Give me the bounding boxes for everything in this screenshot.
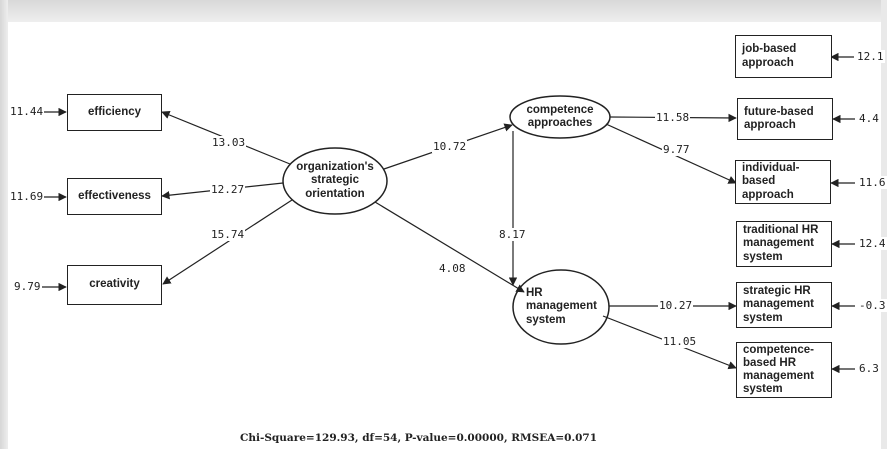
path-value-competence-hr: 8.17 bbox=[498, 228, 527, 241]
loading-competence-based: 11.05 bbox=[662, 335, 698, 348]
loading-efficiency: 13.03 bbox=[211, 136, 247, 149]
diagram-panel bbox=[8, 22, 881, 449]
future-based-box: future-based approach bbox=[737, 98, 833, 140]
loading-individual: 9.77 bbox=[662, 143, 691, 156]
path-value-org-competence: 10.72 bbox=[432, 140, 468, 153]
top-shade bbox=[0, 0, 881, 22]
effectiveness-box: effectiveness bbox=[67, 178, 162, 215]
left-shade bbox=[0, 0, 8, 449]
error-traditional: 12.4 bbox=[858, 237, 887, 250]
individual-based-box: individual-based approach bbox=[735, 160, 831, 204]
org-ellipse bbox=[282, 147, 388, 215]
loading-effectiveness: 12.27 bbox=[210, 183, 246, 196]
error-future: 4.4 bbox=[858, 112, 880, 125]
fit-statistics: Chi-Square=129.93, df=54, P-value=0.0000… bbox=[240, 432, 598, 444]
path-org-creativity bbox=[162, 199, 293, 285]
loading-future: 11.58 bbox=[655, 111, 691, 124]
competence-based-hr-box: competence-based HR management system bbox=[736, 342, 832, 398]
error-individual: 11.6 bbox=[858, 176, 887, 189]
creativity-box: creativity bbox=[67, 265, 162, 305]
traditional-hr-box: traditional HR management system bbox=[736, 221, 832, 267]
job-based-box: job-based approach bbox=[735, 35, 832, 78]
loading-strategic: 10.27 bbox=[658, 299, 694, 312]
competence-ellipse bbox=[509, 95, 611, 139]
error-strategic: -0.3 bbox=[858, 299, 887, 312]
efficiency-box: efficiency bbox=[67, 94, 162, 131]
error-creativity: 9.79 bbox=[13, 280, 42, 293]
hr-ellipse bbox=[512, 269, 610, 345]
loading-creativity: 15.74 bbox=[210, 228, 246, 241]
error-job: 12.1 bbox=[856, 50, 885, 63]
path-org-hr bbox=[374, 201, 525, 293]
error-competence-based: 6.3 bbox=[858, 362, 880, 375]
strategic-hr-box: strategic HR management system bbox=[736, 282, 832, 328]
path-value-org-hr: 4.08 bbox=[438, 262, 467, 275]
error-effectiveness: 11.69 bbox=[9, 190, 45, 203]
error-efficiency: 11.44 bbox=[9, 105, 45, 118]
